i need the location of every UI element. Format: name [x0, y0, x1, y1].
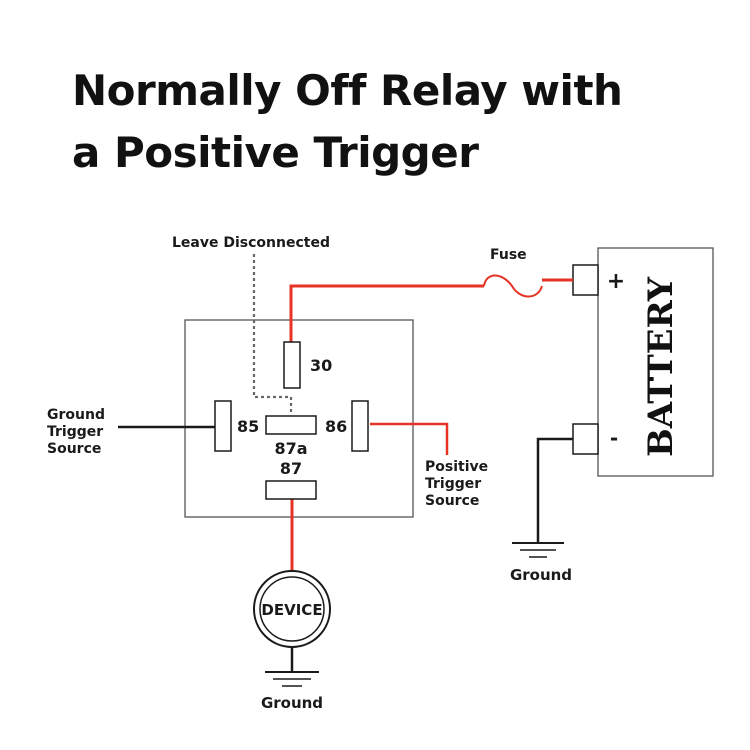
battery-ground-label: Ground — [510, 566, 572, 584]
pin-87a-label: 87a — [274, 439, 307, 458]
pin-30-label: 30 — [310, 356, 332, 375]
battery-ground-symbol — [512, 542, 564, 558]
battery-positive-terminal — [572, 264, 599, 296]
ground-trigger-line-1: Ground — [47, 407, 105, 423]
pin-86 — [351, 400, 369, 452]
positive-trigger-line-2: Trigger — [425, 476, 481, 492]
leave-disconnected-label: Leave Disconnected — [172, 235, 330, 251]
wire-87a-disconnected — [252, 254, 293, 412]
battery-minus-label: - — [610, 426, 618, 450]
page-title-line-2: a Positive Trigger — [72, 128, 479, 177]
wire-positive-trigger — [370, 422, 449, 455]
battery-negative-terminal — [572, 423, 599, 455]
wire-30-to-fuse — [289, 284, 484, 342]
ground-trigger-source-label: Ground Trigger Source — [47, 407, 105, 457]
battery-plus-label: + — [607, 269, 625, 294]
wire-battery-to-ground — [536, 437, 573, 543]
battery-label: BATTERY — [641, 276, 681, 457]
device-label: DEVICE — [261, 601, 322, 619]
fuse-label: Fuse — [490, 247, 527, 263]
device-ground-symbol — [265, 671, 319, 687]
pin-87 — [265, 480, 317, 500]
positive-trigger-line-3: Source — [425, 493, 479, 509]
positive-trigger-line-1: Positive — [425, 459, 488, 475]
battery-housing — [597, 247, 714, 477]
pin-87a — [265, 415, 317, 435]
pin-30 — [283, 341, 301, 389]
pin-86-label: 86 — [325, 417, 347, 436]
device-inner-ring — [259, 576, 325, 642]
ground-trigger-line-2: Trigger — [47, 424, 103, 440]
ground-trigger-line-3: Source — [47, 441, 101, 457]
pin-85-label: 85 — [237, 417, 259, 436]
pin-85 — [214, 400, 232, 452]
pin-87-label: 87 — [280, 459, 302, 478]
relay-housing — [184, 319, 414, 518]
positive-trigger-source-label: Positive Trigger Source — [425, 459, 488, 509]
device-ground-label: Ground — [261, 694, 323, 712]
fuse-symbol — [483, 274, 543, 298]
page-title-line-1: Normally Off Relay with — [72, 66, 623, 115]
